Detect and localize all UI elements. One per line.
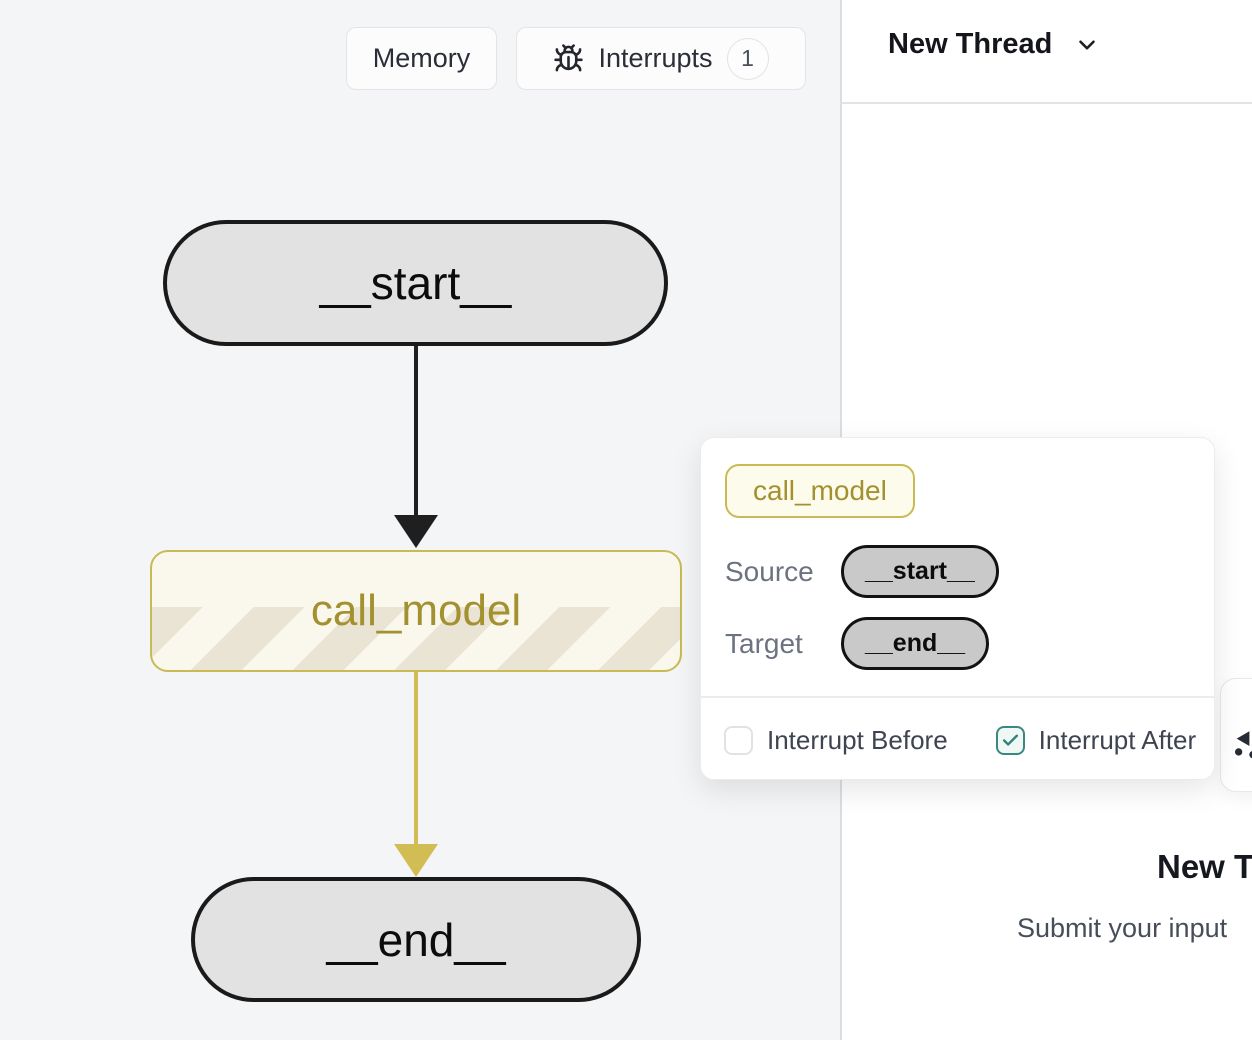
graph-node-start-label: __start__	[319, 257, 512, 309]
thread-header-divider	[841, 102, 1252, 104]
interrupt-after-label: Interrupt After	[1038, 725, 1197, 755]
node-details-popover: call_model Source __start__ Target __end…	[700, 437, 1215, 780]
thread-selector[interactable]: New Thread	[888, 28, 1100, 61]
interrupt-options-row: Interrupt Before Interrupt After	[724, 725, 1196, 756]
target-row: Target __end__	[725, 617, 990, 670]
edge-start-arrowhead-icon	[394, 515, 438, 548]
graph-node-start[interactable]: __start__	[163, 220, 668, 346]
memory-button[interactable]: Memory	[346, 27, 497, 90]
graph-node-end-label: __end__	[326, 913, 506, 966]
graph-node-end[interactable]: __end__	[191, 877, 641, 1002]
empty-state-title: New Thread	[1157, 848, 1252, 885]
fork-icon	[1231, 727, 1252, 761]
bug-icon	[553, 43, 584, 74]
target-label: Target	[725, 627, 803, 659]
side-action-card[interactable]	[1220, 678, 1252, 792]
interrupt-after-checkbox[interactable]	[995, 726, 1025, 755]
target-node-badge[interactable]: __end__	[841, 617, 990, 670]
edge-end-arrowhead-icon	[394, 844, 438, 877]
interrupts-button[interactable]: Interrupts 1	[516, 27, 806, 90]
memory-button-label: Memory	[372, 43, 471, 73]
popover-divider	[701, 696, 1214, 698]
chevron-down-icon	[1074, 32, 1100, 58]
interrupt-before-label: Interrupt Before	[767, 725, 948, 755]
thread-selector-label: New Thread	[888, 28, 1053, 60]
source-label: Source	[725, 555, 814, 587]
source-node-badge[interactable]: __start__	[841, 545, 999, 598]
empty-state-subtitle: Submit your input	[1017, 913, 1228, 943]
edge-start-to-callmodel	[414, 346, 418, 516]
popover-node-chip[interactable]: call_model	[725, 464, 915, 518]
interrupt-stripes	[152, 607, 680, 670]
graph-node-call-model[interactable]: call_model	[150, 550, 682, 672]
interrupts-button-label: Interrupts	[598, 43, 713, 73]
source-row: Source __start__	[725, 545, 999, 598]
edge-callmodel-to-end	[414, 672, 418, 845]
interrupt-before-checkbox[interactable]	[724, 726, 753, 755]
graph-node-call-model-label: call_model	[310, 586, 522, 635]
interrupts-count-badge: 1	[726, 37, 769, 80]
